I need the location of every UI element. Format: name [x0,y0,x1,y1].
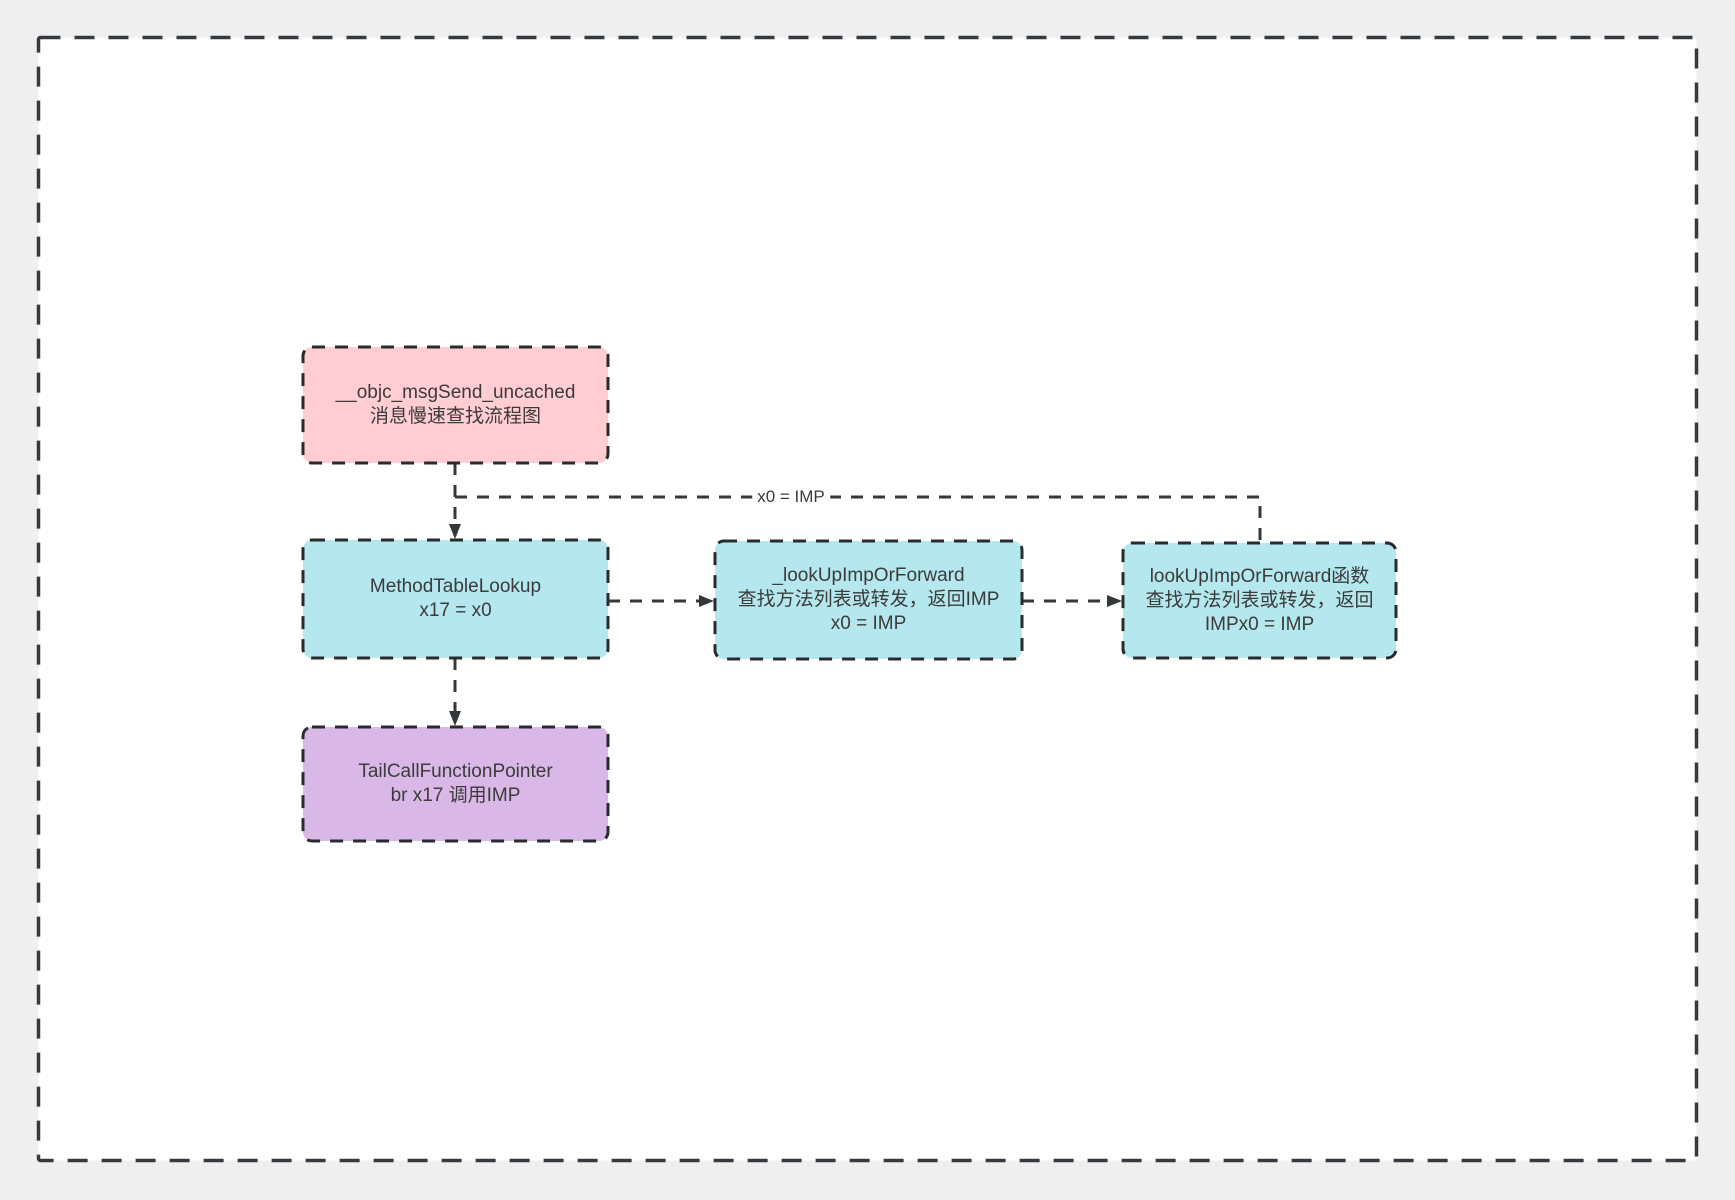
node-tailcallfunctionpointer-shape [301,725,610,843]
edge-label-x0-imp: x0 = IMP [752,486,830,508]
node-entry-shape [301,345,610,465]
node-lookupimporforward-shape [713,539,1024,661]
node-methodtablelookup-shape [301,538,610,660]
edge-return-x0-imp [455,495,1262,541]
node-lookupimporforward-fn-shape [1121,541,1398,660]
